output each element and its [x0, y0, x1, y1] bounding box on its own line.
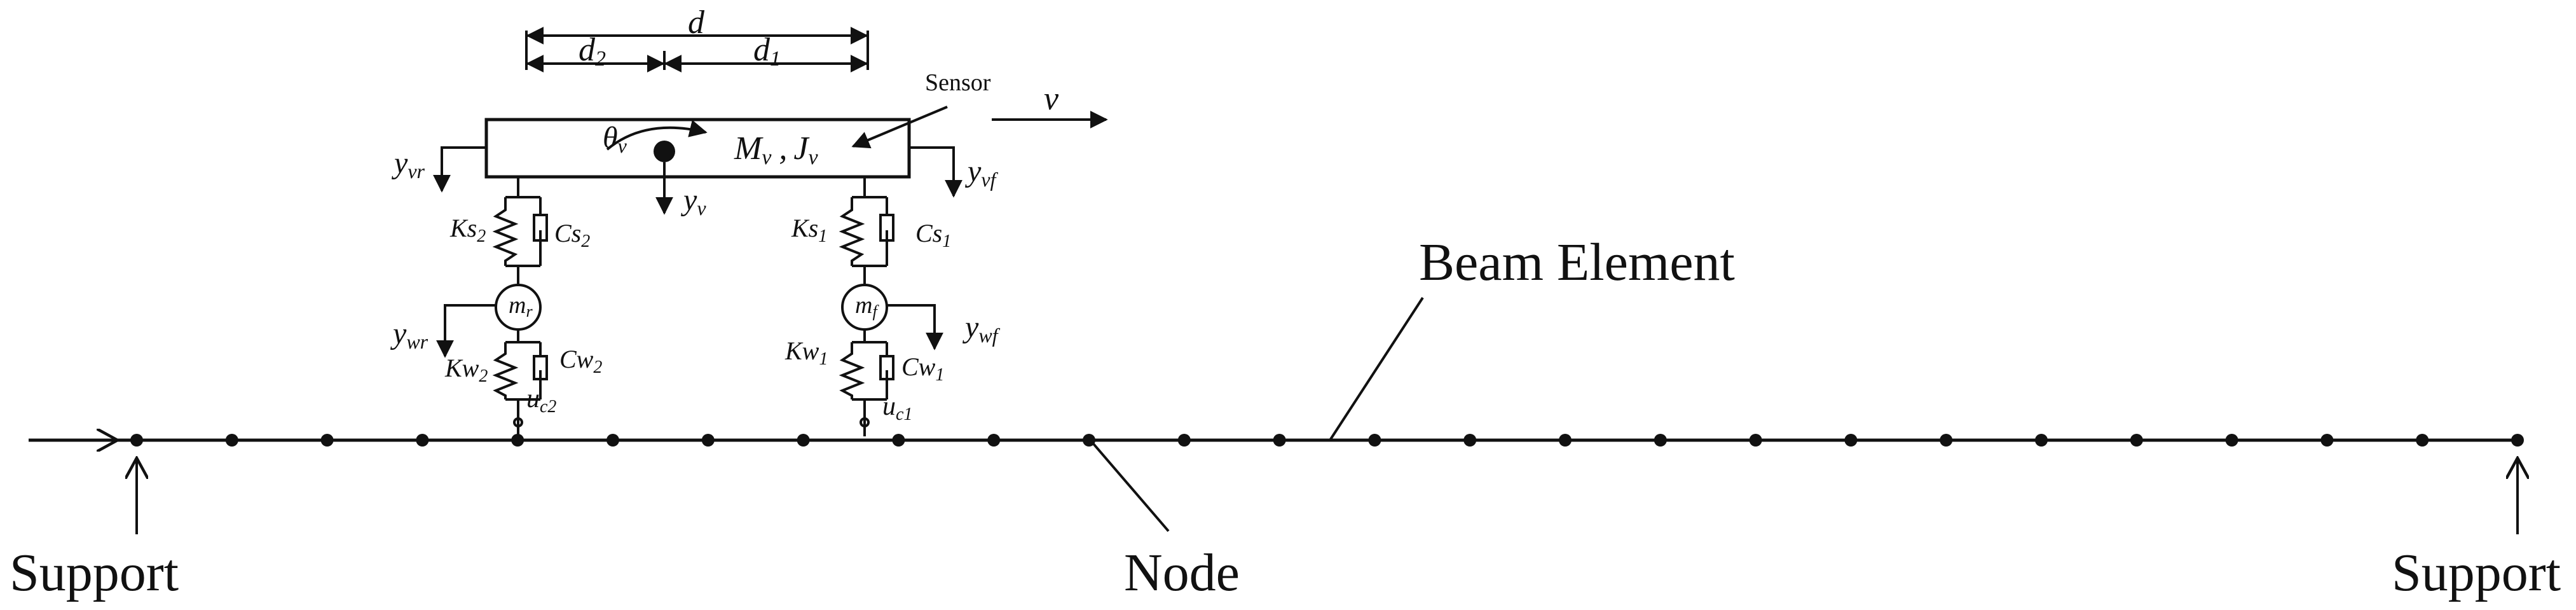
rear-axle: mr Ks2 Cs2 Kw2 Cw2 uc2 ywr	[390, 177, 602, 436]
cs1-label: Cs1	[915, 219, 951, 251]
y-wf-arrow	[887, 304, 943, 350]
sensor-pointer	[851, 106, 948, 149]
beam-node	[606, 434, 619, 447]
rear-tire-spring	[492, 342, 519, 399]
beam-node	[2320, 434, 2334, 447]
y-vf-label: yvf	[964, 155, 999, 191]
theta-rotation-arrow	[606, 120, 708, 151]
mass-inertia-label: Mv,Jv	[734, 130, 819, 169]
center-of-mass	[654, 141, 675, 162]
velocity-label: v	[1044, 81, 1059, 117]
rear-contact-point	[513, 417, 523, 427]
beam-node	[130, 434, 143, 447]
beam-node	[511, 434, 524, 447]
kw1-label: Kw1	[784, 336, 828, 369]
beam-node	[1463, 434, 1477, 447]
y-wf-label: ywf	[962, 310, 1001, 347]
uc1-label: uc1	[882, 392, 912, 424]
support-left-label: Support	[10, 543, 179, 602]
beam-nodes	[130, 434, 2524, 447]
front-suspension-spring	[839, 197, 865, 266]
beam-node	[797, 434, 810, 447]
beam-node	[1749, 434, 1762, 447]
front-tire-spring	[839, 342, 865, 399]
beam-node	[1844, 434, 1858, 447]
node-leader-line	[1089, 439, 1170, 532]
beam-node	[2416, 434, 2429, 447]
cw2-label: Cw2	[559, 345, 602, 377]
svg-text:mr: mr	[509, 292, 533, 321]
y-vf-arrow	[909, 146, 963, 198]
ks1-label: Ks1	[791, 214, 827, 246]
sensor-label: Sensor	[925, 69, 991, 96]
beam-node	[2511, 434, 2524, 447]
beam-node	[2130, 434, 2143, 447]
distance-d-label: d	[688, 4, 705, 41]
beam-node	[2225, 434, 2238, 447]
y-wr-label: ywr	[390, 317, 428, 353]
beam-node	[701, 434, 715, 447]
y-wr-arrow	[436, 304, 496, 358]
beam-node	[320, 434, 334, 447]
beam-node	[892, 434, 905, 447]
y-vr-label: yvr	[391, 146, 425, 183]
beam-node	[1368, 434, 1381, 447]
beam-node	[225, 434, 238, 447]
distance-d2-label: d2	[579, 32, 606, 71]
beam-node	[1177, 434, 1191, 447]
rear-suspension-spring	[492, 197, 519, 266]
beam-node	[2035, 434, 2048, 447]
beam-node	[1559, 434, 1572, 447]
beam-node	[1654, 434, 1667, 447]
node-label: Node	[1124, 543, 1240, 602]
distance-d1-label: d1	[753, 32, 781, 71]
beam-node	[416, 434, 429, 447]
beam-node	[1273, 434, 1286, 447]
ks2-label: Ks2	[449, 214, 486, 246]
theta-label: θv	[603, 121, 627, 157]
svg-text:mf: mf	[855, 292, 879, 321]
beam-node	[987, 434, 1001, 447]
distance-dimensions: d d2 d1	[525, 4, 869, 73]
y-vr-arrow	[433, 146, 486, 193]
beam-element-leader-line	[1329, 296, 1424, 441]
beam-node	[1940, 434, 1953, 447]
front-axle: mf Ks1 Cs1 Kw1 Cw1 uc1 ywf	[784, 177, 1001, 436]
beam-element-label: Beam Element	[1419, 233, 1735, 292]
y-v-label: yv	[680, 183, 706, 219]
support-right-label: Support	[2392, 543, 2561, 602]
cs2-label: Cs2	[554, 219, 590, 251]
vehicle-body	[484, 118, 911, 179]
cw1-label: Cw1	[901, 352, 944, 385]
uc2-label: uc2	[526, 384, 556, 417]
front-contact-point	[860, 417, 870, 427]
kw2-label: Kw2	[444, 354, 488, 386]
